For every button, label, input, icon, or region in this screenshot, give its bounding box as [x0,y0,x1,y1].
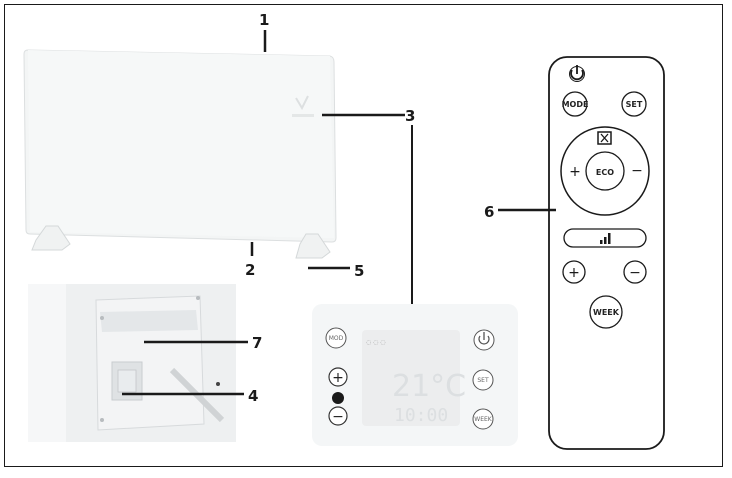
hourglass-icon [597,131,612,145]
callout-4: 4 [248,387,258,405]
svg-text:+: + [569,164,581,180]
remote-eco-button[interactable]: ECO [585,151,625,191]
svg-text:WEEK: WEEK [593,308,620,317]
svg-text:−: − [629,265,641,281]
panel-power-button[interactable] [473,329,495,351]
temperature-readout: 21°C [392,369,466,404]
time-readout: 10:00 [394,405,448,426]
panel-minus-button[interactable]: − [328,406,348,426]
signal-bars-icon [600,233,611,244]
remote-power-button[interactable] [569,65,585,82]
heater-foot-left [31,225,71,251]
remote-dpad-plus[interactable]: + [569,164,581,180]
callout-2: 2 [245,261,255,279]
remote-set-button[interactable]: SET [621,91,647,117]
remote-plus-button[interactable]: + [562,260,586,284]
svg-text:MODE: MODE [562,100,589,109]
remote-control [548,56,665,450]
svg-text:WEEK: WEEK [474,416,493,423]
panel-mode-button[interactable]: MOD [325,327,347,349]
control-panel: ◌ ◌ ◌ 21°C 10:00 [312,304,518,446]
callout-1: 1 [259,11,269,29]
remote-level-button[interactable] [563,228,647,248]
power-icon [478,332,490,345]
power-icon [569,65,585,82]
panel-plus-button[interactable]: + [328,367,348,387]
svg-text:ECO: ECO [596,168,614,177]
panel-sensor-dot [332,392,344,404]
remote-timer-button[interactable] [597,131,612,145]
bracket-photo [28,284,236,442]
remote-mode-button[interactable]: MODE [562,91,589,117]
panel-week-button[interactable]: WEEK [472,408,494,430]
callout-7: 7 [252,334,262,352]
callout-6: 6 [484,203,494,221]
svg-text:SET: SET [477,377,489,384]
svg-text:−: − [332,409,344,425]
heater-foot-right [295,233,331,259]
remote-dpad-minus[interactable]: − [631,163,643,179]
svg-text:MOD: MOD [329,335,344,342]
heater-panel [23,49,337,243]
remote-week-button[interactable]: WEEK [589,295,623,329]
svg-text:+: + [332,370,344,386]
svg-text:◌ ◌ ◌: ◌ ◌ ◌ [366,339,386,346]
callout-5: 5 [354,262,364,280]
panel-set-button[interactable]: SET [472,369,494,391]
callout-3: 3 [405,107,415,125]
remote-minus-button[interactable]: − [623,260,647,284]
svg-text:+: + [568,265,580,281]
svg-text:−: − [631,163,643,179]
svg-text:SET: SET [626,100,643,109]
panel-logo-icon [292,95,314,117]
